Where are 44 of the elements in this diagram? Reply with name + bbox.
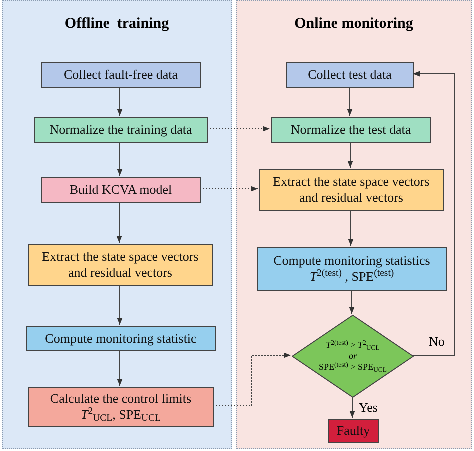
node-text: or [348, 351, 357, 362]
arrow [347, 86, 353, 116]
online-panel [236, 0, 472, 449]
node-text: SPE$^{(test)}$ > SPE$_{UCL}$ [319, 362, 387, 373]
arrow [212, 352, 292, 406]
node-text: Extract the state space vectors and residual vectors [41, 249, 200, 281]
node-text: Collect fault-free data [64, 67, 178, 83]
arrow [117, 142, 123, 176]
node-text: Compute monitoring statistics T$^{2(test)}$ , SPE$^{(test)}$ [272, 253, 432, 285]
node-text: Extract the state space vectors and residual vectors [272, 174, 431, 206]
arrow [348, 210, 354, 246]
terminal-box [328, 419, 379, 443]
arrow [412, 71, 456, 356]
process-box [26, 326, 216, 351]
process-box [271, 117, 431, 143]
node-text: T$^{2}$$_{UCL}$, SPE$_{UCL}$ [80, 407, 161, 423]
node-text: Collect test data [308, 67, 392, 83]
node-text: Normalize the test data [290, 122, 412, 138]
node-text: Compute monitoring statistic [45, 330, 197, 346]
arrow [117, 284, 123, 326]
process-box [34, 117, 208, 143]
node-text: Normalize the training data [50, 122, 192, 138]
arrow [206, 126, 270, 132]
decision-diamond [292, 315, 414, 398]
arrow [348, 142, 354, 168]
arrow [117, 350, 123, 386]
arrow [350, 396, 356, 418]
process-box [259, 169, 444, 211]
process-box [41, 62, 201, 88]
arrow [349, 290, 355, 314]
arrow [117, 86, 123, 116]
node-text: Faulty [336, 423, 370, 439]
node-text: Build KCVA model [70, 182, 172, 198]
arrow [200, 186, 258, 192]
process-box [28, 244, 213, 286]
node-text: Calculate the control limits [50, 391, 192, 407]
process-box [257, 247, 447, 291]
process-box [286, 62, 414, 88]
arrow [116, 202, 122, 244]
process-box [28, 387, 214, 427]
node-text: Offline training [64, 15, 170, 34]
offline-panel [2, 0, 232, 449]
process-box [41, 177, 201, 203]
node-text: Online monitoring [294, 15, 414, 34]
